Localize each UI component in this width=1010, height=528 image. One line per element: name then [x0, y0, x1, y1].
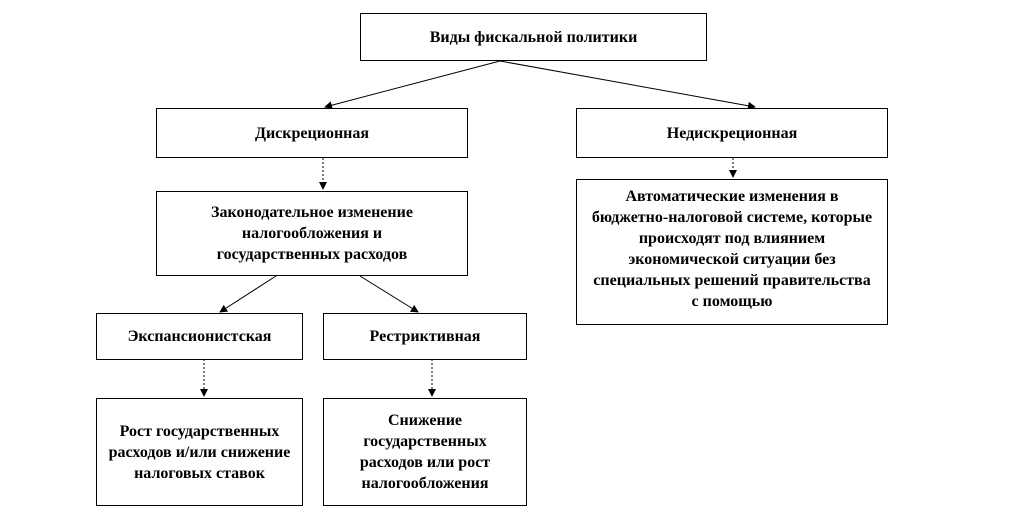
node-label: Экспансионистская: [127, 328, 272, 345]
node-fiscal-policy-types: Виды фискальной политики: [360, 13, 707, 61]
node-nondiscretionary: Недискреционная: [576, 108, 888, 158]
node-legislative-change: Законодательное изменение налогообложени…: [156, 191, 468, 276]
node-restrictive: Рестриктивная: [323, 313, 527, 360]
arrow-legislative-to-expansionary: [219, 275, 277, 313]
node-label: Законодательное изменение налогообложени…: [211, 204, 413, 263]
node-label: Снижение государственных расходов или ро…: [359, 412, 491, 492]
node-label: Дискреционная: [254, 124, 370, 142]
node-label: Виды фискальной политики: [429, 28, 638, 46]
node-label: Автоматические изменения в бюджетно-нало…: [591, 188, 873, 310]
node-restrictive-effect: Снижение государственных расходов или ро…: [323, 398, 527, 506]
arrow-root-to-discretionary: [324, 60, 501, 110]
node-label: Рост государственных расходов и/или сниж…: [108, 422, 291, 482]
node-expansionary-effect: Рост государственных расходов и/или сниж…: [96, 398, 303, 506]
arrow-legislative-to-restrictive: [359, 275, 419, 313]
node-label: Недискреционная: [666, 124, 798, 142]
node-automatic-changes: Автоматические изменения в бюджетно-нало…: [576, 179, 888, 325]
arrow-root-to-nondiscretionary: [499, 60, 756, 110]
node-label: Рестриктивная: [369, 328, 481, 345]
node-discretionary: Дискреционная: [156, 108, 468, 158]
node-expansionary: Экспансионистская: [96, 313, 303, 360]
